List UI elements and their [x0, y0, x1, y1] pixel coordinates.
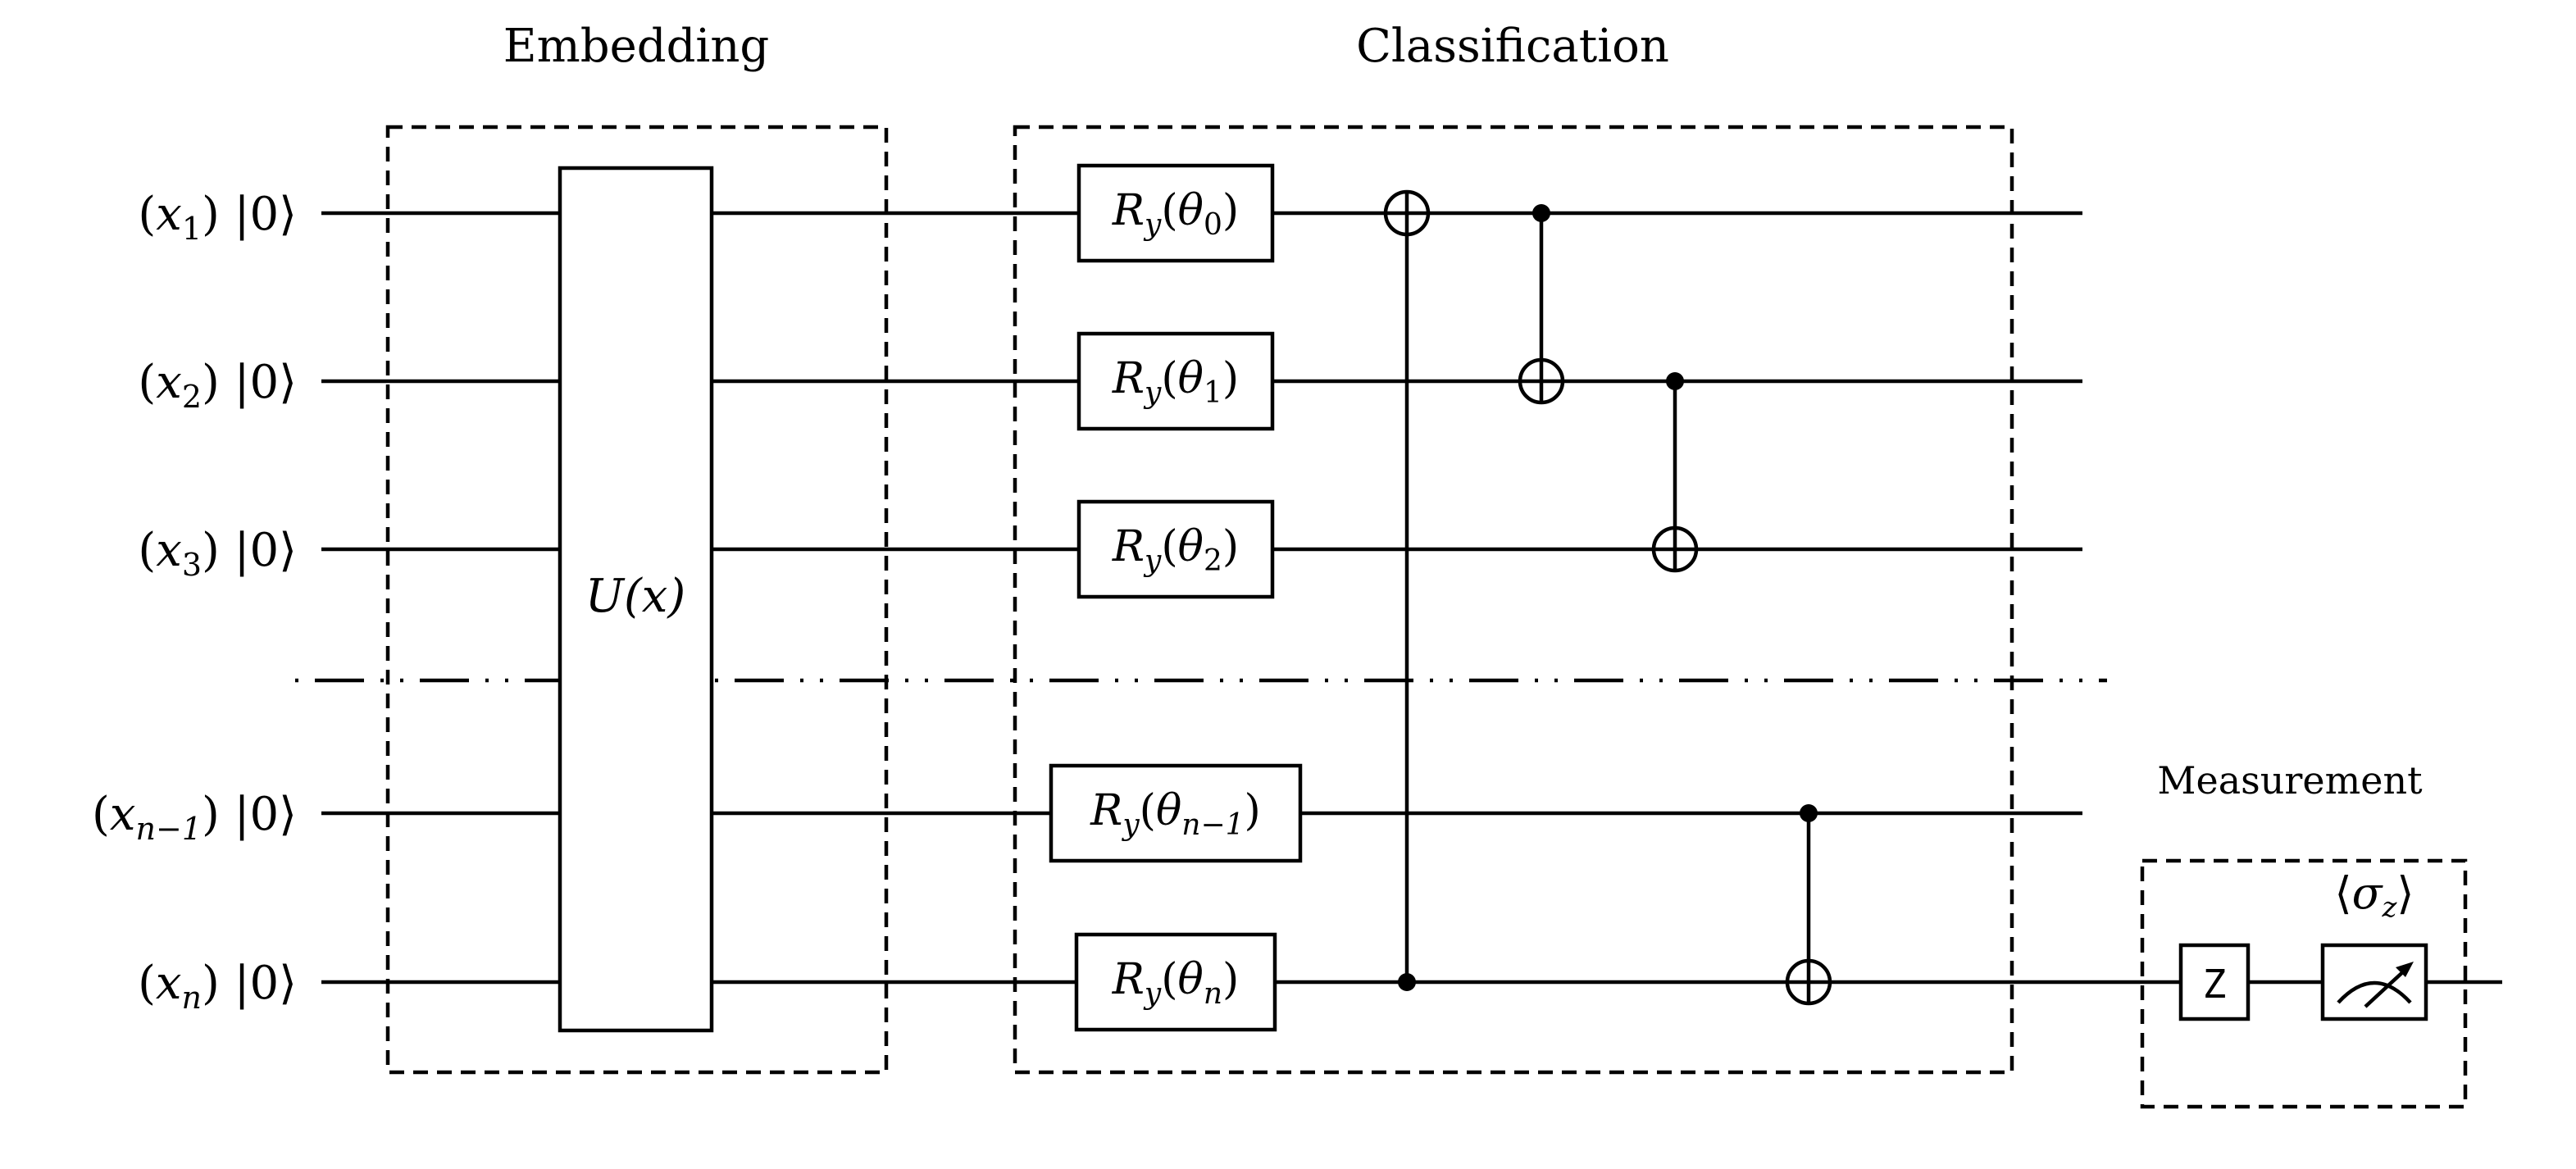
embedding-gate-label: U(x) — [585, 570, 685, 623]
cnot-x2-to-x3 — [1651, 372, 1699, 573]
meter-icon — [2320, 943, 2428, 1021]
measurement-title: Measurement — [2157, 758, 2423, 803]
rotation-gate-box — [1076, 331, 1275, 431]
z-gate — [2178, 943, 2251, 1021]
rotation-gate-label: Ry(θ1) — [1112, 354, 1239, 410]
classification-box — [1013, 125, 2014, 1075]
cnot-xn-to-x1 — [1383, 189, 1431, 991]
measurement-block: Z ⟨σz⟩ — [2178, 867, 2428, 1021]
classification-title: Classification — [1356, 20, 1669, 73]
qubit-labels: (x1) |0⟩ (x2) |0⟩ (x3) |0⟩ (xn−1) |0⟩ (xn) |… — [92, 188, 297, 1016]
rotation-gate: Ry(θn−1) — [1049, 763, 1303, 863]
qubit-label: (xn) |0⟩ — [138, 957, 297, 1016]
cnot-x1-to-x2 — [1518, 204, 1565, 405]
cnot-gates — [1383, 189, 1832, 1006]
rotation-gate-box — [1076, 163, 1275, 263]
qubit-label: (xn−1) |0⟩ — [92, 788, 297, 847]
observable-label: ⟨σz⟩ — [2335, 867, 2414, 924]
rotation-gate-label: Ry(θ0) — [1112, 186, 1239, 242]
control-dot — [1666, 372, 1684, 390]
observable-sub: z — [2381, 891, 2397, 924]
qubit-label: (x2) |0⟩ — [138, 356, 297, 415]
cnot-xn-1-to-xn — [1785, 804, 1832, 1006]
rotation-gate-box — [1049, 763, 1303, 863]
rotation-gate-label: Ry(θn) — [1112, 955, 1240, 1011]
embedding-gate — [558, 166, 714, 1033]
control-dot — [1532, 204, 1550, 222]
rotation-gate: Ry(θn) — [1074, 932, 1277, 1032]
rotation-gate-box — [1074, 932, 1277, 1032]
qubit-label: (x1) |0⟩ — [138, 188, 297, 247]
rotation-gate-label: Ry(θn−1) — [1090, 786, 1261, 842]
embedding-title: Embedding — [503, 20, 770, 73]
rotation-gates: Ry(θ0) Ry(θ1) Ry(θ2) Ry(θn−1) Ry(θn) — [1049, 163, 1303, 1032]
rotation-gate-label: Ry(θ2) — [1112, 522, 1239, 578]
rotation-gate-box — [1076, 499, 1275, 599]
rotation-gate: Ry(θ0) — [1076, 163, 1275, 263]
rotation-gate: Ry(θ1) — [1076, 331, 1275, 431]
control-dot — [1398, 973, 1416, 991]
control-dot — [1800, 804, 1818, 822]
observable-base: σ — [2352, 867, 2384, 919]
z-gate-label: Z — [2203, 962, 2227, 1008]
rotation-gate: Ry(θ2) — [1076, 499, 1275, 599]
embedding-box — [385, 125, 889, 1075]
qubit-label: (x3) |0⟩ — [138, 524, 297, 583]
